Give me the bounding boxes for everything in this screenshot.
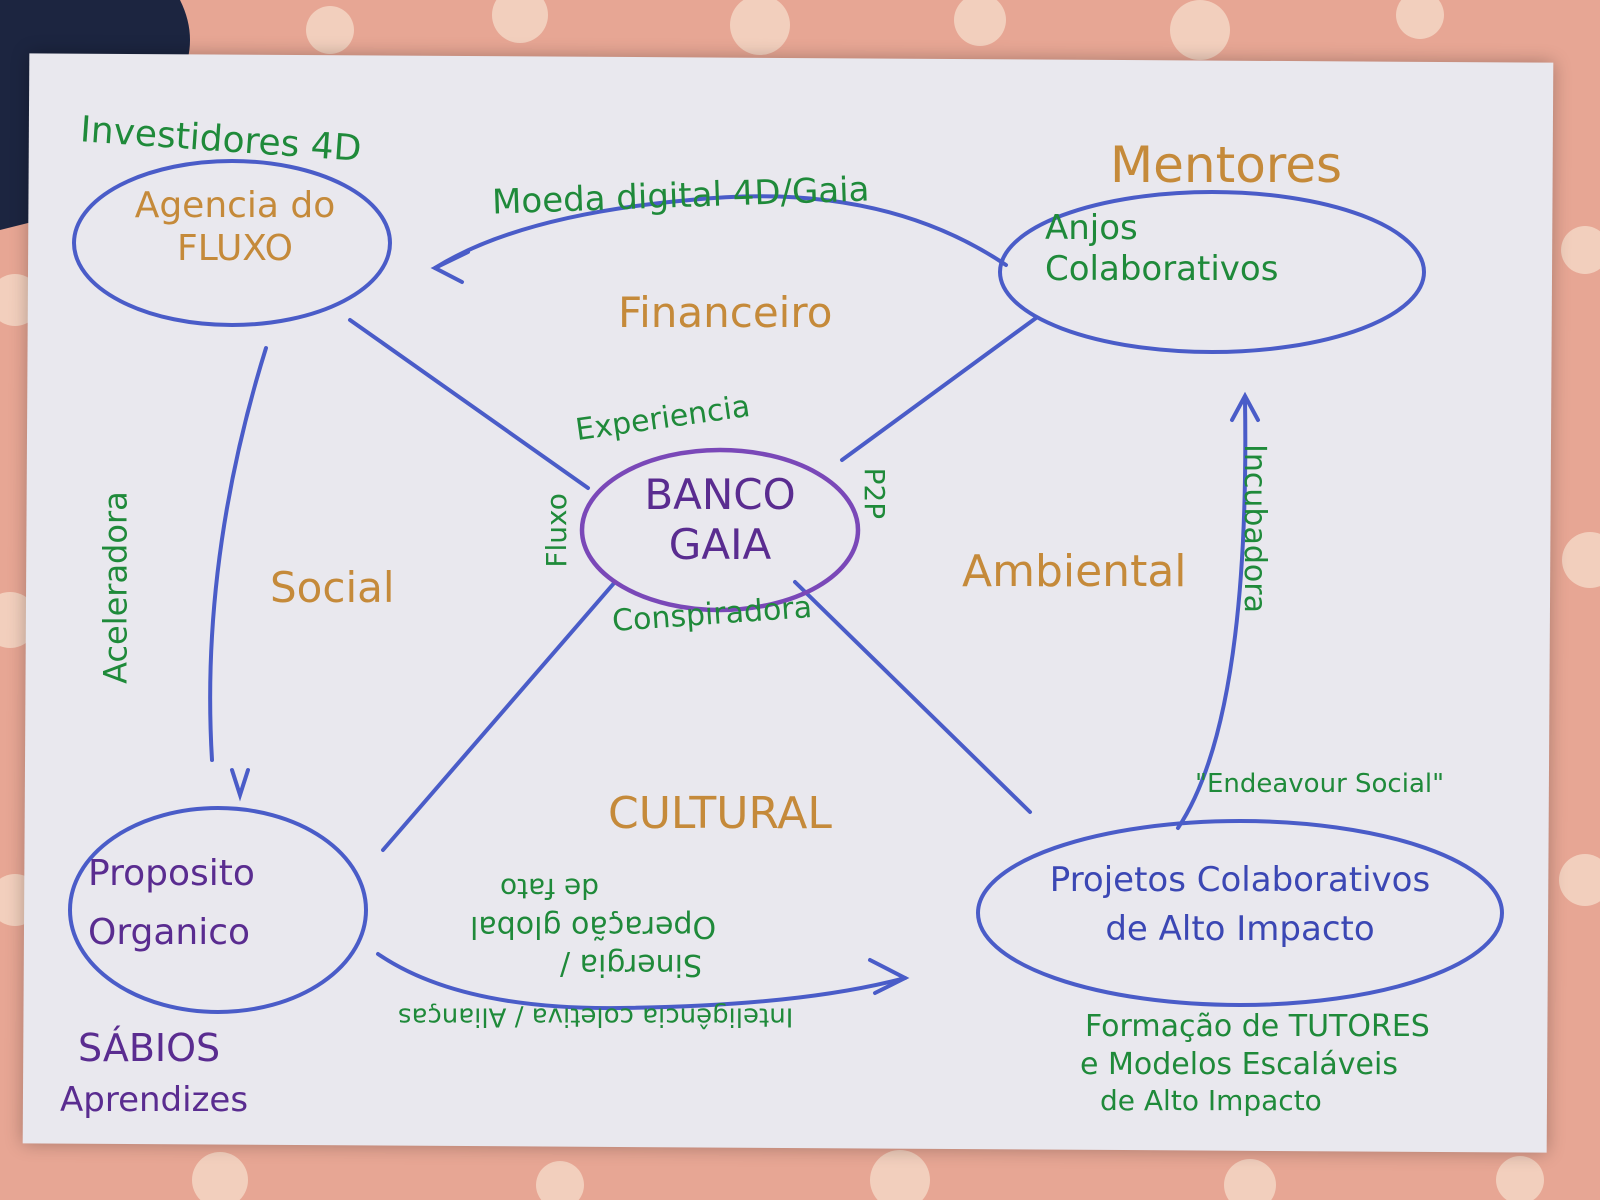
bottom-left-line2: Organico: [88, 912, 251, 954]
arrow-right: [1176, 398, 1248, 830]
center-outline: [579, 447, 861, 613]
top-left-line2: FLUXO: [176, 228, 293, 270]
center-label-left: Fluxo: [539, 493, 573, 568]
center-node: BANCO GAIA: [620, 470, 820, 571]
top-right-header: Mentores: [1110, 136, 1343, 194]
arrow-left: [208, 346, 268, 762]
bottom-right-footer-line2: e Modelos Escaláveis: [1080, 1047, 1398, 1082]
center-label-right: P2P: [858, 467, 892, 520]
spoke-bottom-right: [793, 580, 1032, 814]
top-left-line1: Agencia do: [134, 185, 336, 226]
bottom-right-line1: Projetos Colaborativos: [1049, 860, 1431, 900]
center-line1: BANCO: [644, 470, 796, 519]
node-outline-top-right: [998, 190, 1426, 354]
bottom-left-footer-line2: Aprendizes: [60, 1080, 249, 1120]
bottom-right-footer-line3: de Alto Impacto: [1100, 1084, 1322, 1117]
bottom-left-node: Proposito Organico: [88, 852, 288, 954]
dimension-top: Financeiro: [618, 288, 833, 337]
bottom-right-footer-line1: Formação de TUTORES: [1085, 1009, 1430, 1044]
bottom-right-header: "Endeavour Social": [1195, 769, 1445, 799]
spoke-top-left: [348, 318, 590, 490]
center-line2: GAIA: [668, 520, 772, 570]
arrow-bottom-label-line2: Sinergia /: [560, 947, 703, 982]
top-right-line2: Colaborativos: [1045, 248, 1279, 289]
dimension-left: Social: [270, 563, 395, 612]
dimension-bottom: CULTURAL: [608, 788, 832, 839]
arrow-bottom-label-line3: Operação global: [470, 909, 717, 944]
spoke-top-right: [840, 316, 1038, 462]
node-outline-top-left: [72, 159, 392, 327]
arrow-top: [433, 194, 1008, 270]
spoke-bottom-left: [381, 580, 617, 852]
top-left-node: Agencia do FLUXO: [100, 184, 370, 270]
arrow-right-label: Incubadora: [1236, 444, 1272, 613]
arrow-left-label: Aceleradora: [96, 491, 135, 684]
dimension-right: Ambiental: [962, 546, 1187, 597]
node-outline-bottom-right: [976, 819, 1504, 1007]
arrow-bottom-label-line4: de fato: [500, 871, 600, 905]
bottom-left-footer-line1: SÁBIOS: [78, 1026, 221, 1070]
bottom-right-node: Projetos Colaborativos de Alto Impacto: [1020, 860, 1460, 950]
top-right-line1: Anjos: [1045, 208, 1138, 248]
bottom-left-line1: Proposito: [88, 853, 255, 894]
arrow-bottom-label-line1: Inteligência coletiva / Alianças: [398, 1001, 794, 1032]
node-outline-bottom-left: [68, 806, 368, 1014]
arrow-bottom: [376, 952, 907, 1011]
bottom-right-line2: de Alto Impacto: [1105, 908, 1375, 949]
top-right-node: Anjos Colaborativos: [1045, 208, 1405, 290]
